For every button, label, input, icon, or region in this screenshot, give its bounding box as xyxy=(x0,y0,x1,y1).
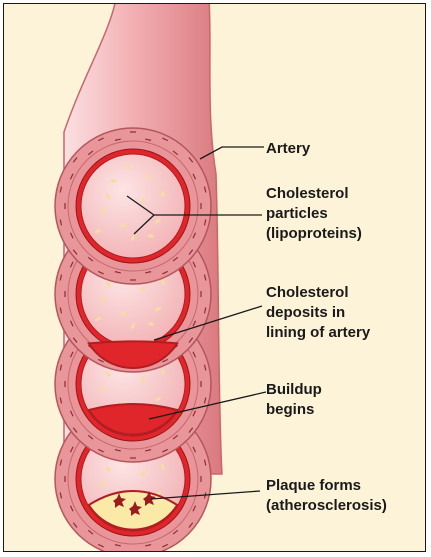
cholesterol-particles-line-1: Cholesterol xyxy=(266,184,362,204)
artery-lumen xyxy=(81,154,185,258)
artery-label: Artery xyxy=(266,139,310,159)
cholesterol-deposits-label: Cholesterol deposits in lining of artery xyxy=(266,283,370,343)
cholesterol-particles-line-2: particles xyxy=(266,204,362,224)
cholesterol-deposits-line-2: deposits in xyxy=(266,303,370,323)
cholesterol-deposits-line-1: Cholesterol xyxy=(266,283,370,303)
cholesterol-particle xyxy=(110,179,116,182)
artery-diagram xyxy=(4,4,426,552)
cross-section-1 xyxy=(55,128,211,284)
plaque-line-1: Plaque forms xyxy=(266,476,387,496)
cholesterol-particles-label: Cholesterol particles (lipoproteins) xyxy=(266,184,362,244)
plaque-line-2: (atherosclerosis) xyxy=(266,496,387,516)
cholesterol-deposits-line-3: lining of artery xyxy=(266,323,370,343)
buildup-label: Buildup begins xyxy=(266,380,322,420)
plaque-label: Plaque forms (atherosclerosis) xyxy=(266,476,387,516)
buildup-line-1: Buildup xyxy=(266,380,322,400)
cholesterol-particles-line-3: (lipoproteins) xyxy=(266,224,362,244)
buildup-line-2: begins xyxy=(266,400,322,420)
diagram-frame: Artery Cholesterol particles (lipoprotei… xyxy=(3,3,426,552)
